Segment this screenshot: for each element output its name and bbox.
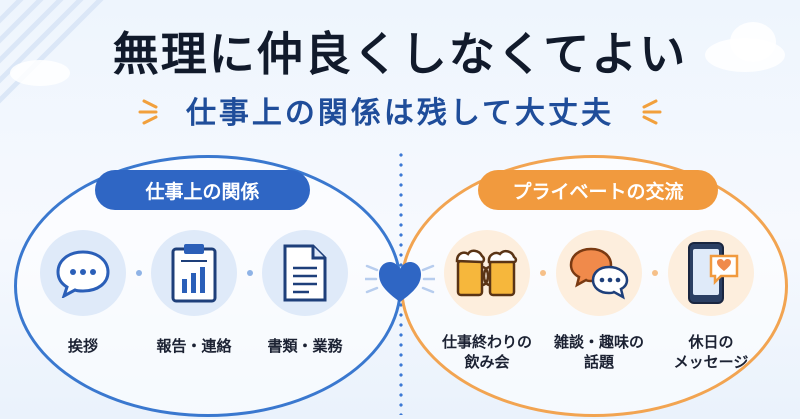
report-item <box>151 230 237 316</box>
page-title: 無理に仲良くしなくてよい <box>112 27 688 81</box>
separator-dot <box>540 270 546 276</box>
sparkle-right-icon <box>642 99 662 125</box>
heart-icon <box>363 248 437 310</box>
page-subtitle: 仕事上の関係は残して大丈夫 <box>185 96 615 131</box>
clipboard-chart-icon <box>171 244 217 303</box>
sparkle-left-icon <box>138 99 158 125</box>
document-icon <box>283 244 327 302</box>
report-label: 報告・連絡 <box>156 337 232 355</box>
drinks-label-line1: 仕事終わりの <box>441 333 532 351</box>
separator-dot <box>247 270 253 276</box>
subtitle-row: 仕事上の関係は残して大丈夫 <box>0 88 800 132</box>
holiday-message-item <box>668 230 754 316</box>
cloud-decoration <box>10 60 70 86</box>
holiday-message-label: 休日の メッセージ <box>656 332 766 372</box>
drinks-label-line2: 飲み会 <box>464 353 510 371</box>
documents-label: 書類・業務 <box>267 337 343 355</box>
separator-dot <box>652 270 658 276</box>
drinks-item <box>444 230 530 316</box>
greeting-label: 挨拶 <box>67 337 98 355</box>
chat-label-line2: 話題 <box>583 353 614 371</box>
chat-label: 雑談・趣味の 話題 <box>544 332 654 372</box>
chat-label-line1: 雑談・趣味の <box>553 333 644 351</box>
drinks-label: 仕事終わりの 飲み会 <box>432 332 542 372</box>
beer-mugs-icon <box>455 249 518 297</box>
holiday-message-label-line1: 休日の <box>688 333 734 351</box>
chat-bubbles-icon <box>569 247 629 300</box>
greeting-item <box>40 230 126 316</box>
cloud-decoration <box>730 22 776 62</box>
documents-item <box>262 230 348 316</box>
work-relations-heading: 仕事上の関係 <box>95 170 310 210</box>
separator-dot <box>136 270 142 276</box>
stripe-decoration <box>0 0 130 130</box>
smartphone-heart-icon <box>688 242 739 304</box>
private-relations-heading: プライベートの交流 <box>478 170 718 210</box>
chat-bubble-icon <box>56 250 110 298</box>
holiday-message-label-line2: メッセージ <box>673 353 749 371</box>
chat-item <box>556 230 642 316</box>
